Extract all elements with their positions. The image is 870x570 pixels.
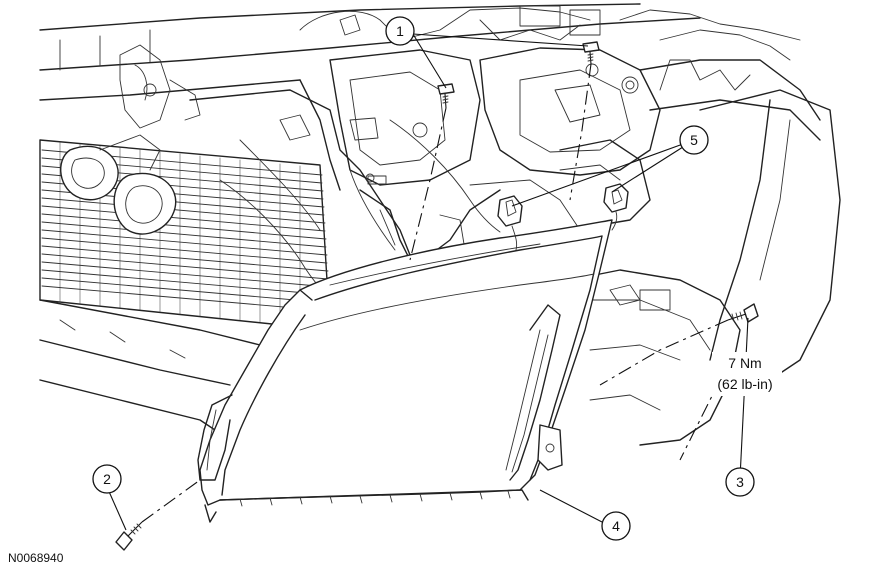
callout-1: 1 (385, 16, 415, 46)
torque-spec: 7 Nm (62 lb-in) (712, 352, 782, 396)
alignment-lines (141, 63, 729, 523)
callout-2: 2 (92, 464, 122, 494)
callout-4-label: 4 (612, 518, 620, 534)
figure-id: N0068940 (8, 551, 64, 565)
leader-lines (106, 33, 749, 531)
radiator-core-fins (41, 141, 331, 327)
callout-1-label: 1 (396, 23, 404, 39)
callout-4: 4 (601, 511, 631, 541)
callout-3: 3 (725, 467, 755, 497)
torque-spec-lbin: (62 lb-in) (717, 376, 772, 392)
callout-5: 5 (679, 125, 709, 155)
callout-2-label: 2 (103, 471, 111, 487)
bolt-2 (115, 521, 143, 551)
callout-5-label: 5 (690, 132, 698, 148)
torque-spec-nm: 7 Nm (728, 355, 761, 371)
radiator-support-structure (39, 3, 841, 446)
bolt-3 (727, 303, 759, 323)
bolt-1-left (437, 83, 455, 109)
headlamp-assembly (197, 183, 629, 523)
callout-3-label: 3 (736, 474, 744, 490)
bolt-1-right (582, 41, 600, 65)
